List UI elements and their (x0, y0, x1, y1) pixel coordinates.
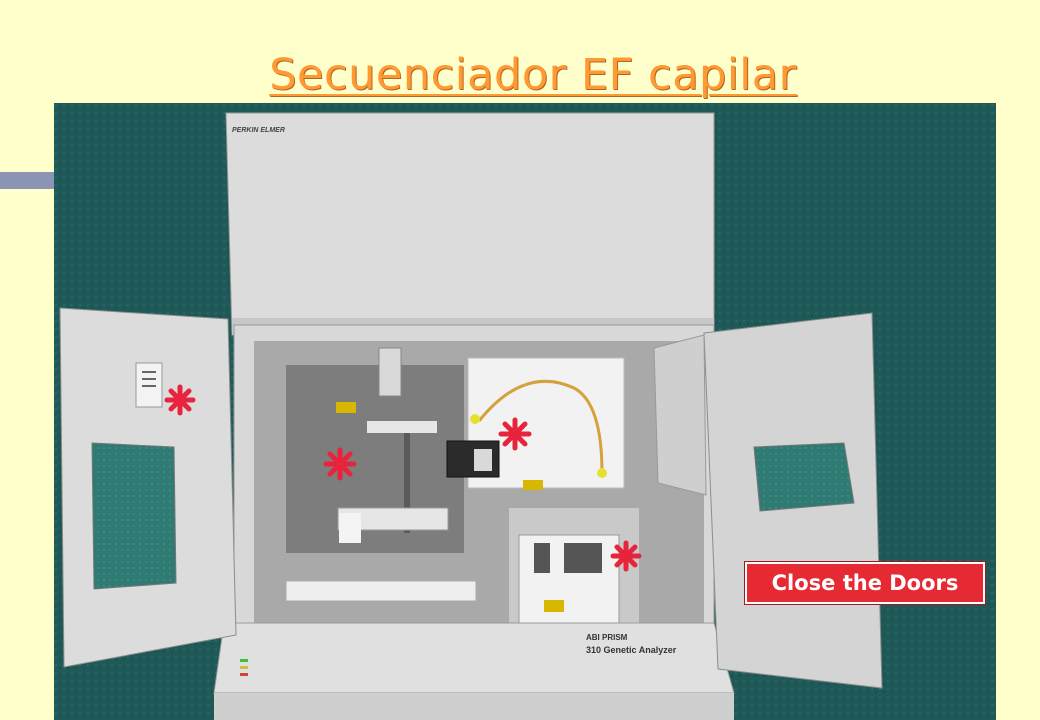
warning-label-icon (336, 402, 356, 413)
slide-title: Secuenciador EF capilar (269, 50, 797, 100)
asterisk-marker-icon (164, 384, 642, 572)
instrument-model-line1: ABI PRISM (586, 633, 628, 642)
instrument-model-line2: 310 Genetic Analyzer (586, 645, 677, 655)
instrument-photo (54, 103, 996, 720)
title-accent-bar (0, 172, 70, 189)
close-doors-button[interactable]: Close the Doors (745, 562, 985, 604)
instrument-brand-label: PERKIN ELMER (232, 127, 285, 134)
